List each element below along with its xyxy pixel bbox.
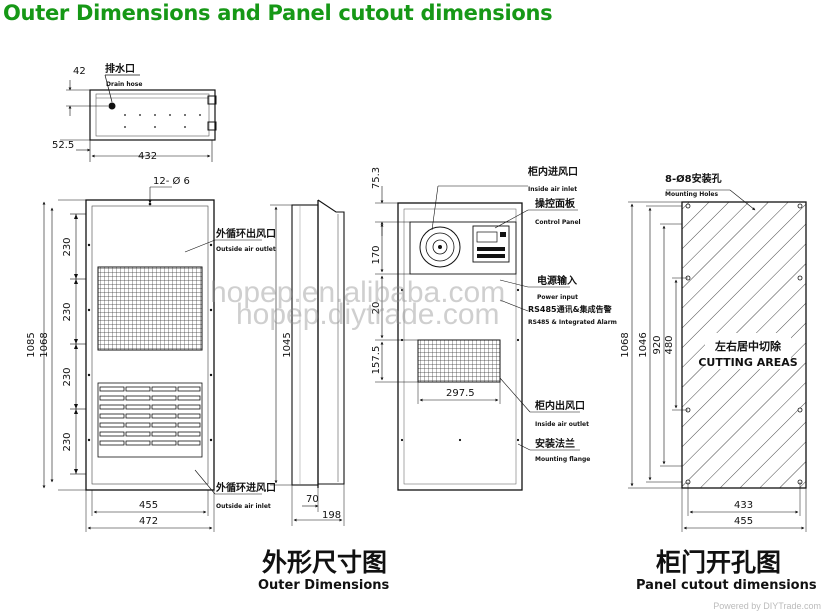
drain-label-cn: 排水口 [105, 62, 135, 75]
rs485-alarm-en: RS485 & Integrated Alarm [528, 319, 617, 326]
inside-outlet-cn: 柜内出风口 [534, 399, 585, 412]
dim-297-5: 297.5 [446, 388, 475, 399]
dim-1045: 1045 [282, 332, 293, 357]
dim-230-b: 230 [62, 302, 73, 321]
dim-455: 455 [139, 500, 158, 511]
front-inlet-cn: 外循环进风口 [215, 481, 276, 494]
dim-230-d: 230 [62, 432, 73, 451]
outer-dimensions-caption-cn: 外形尺寸图 [262, 548, 388, 577]
cutout-dim-433: 433 [734, 500, 753, 511]
dim-230-a: 230 [62, 237, 73, 256]
dim-198: 198 [322, 510, 341, 521]
cutting-areas-cn: 左右居中切除 [714, 339, 782, 353]
dim-170: 170 [371, 245, 382, 264]
front-holes-label: 12- Ø 6 [153, 175, 190, 187]
drain-label-en: Drain hose [106, 81, 142, 88]
page-title: Outer Dimensions and Panel cutout dimens… [3, 1, 553, 25]
front-outlet-cn: 外循环出风口 [215, 227, 276, 240]
watermark-alibaba: hopep.en.alibaba.com [210, 276, 506, 309]
dim-230-c: 230 [62, 367, 73, 386]
control-panel-cn: 操控面板 [535, 197, 576, 210]
dim-1068: 1068 [39, 332, 50, 357]
inside-inlet-cn: 柜内进风口 [527, 165, 578, 178]
cutout-dim-455: 455 [734, 516, 753, 527]
mounting-flange-en: Mounting flange [535, 456, 590, 463]
credit-text: Powered by DIYTrade.com [713, 601, 821, 611]
power-input-en: Power input [537, 294, 578, 301]
dim-42: 42 [73, 66, 86, 77]
inside-outlet-grille [417, 339, 501, 383]
outlet-grille [97, 266, 203, 351]
top-view: 排水口 Drain hose 42 52.5 432 [52, 62, 217, 162]
mounting-holes-cn: 8-Ø8安装孔 [665, 172, 722, 185]
inside-inlet-en: Inside air inlet [528, 186, 577, 193]
cutting-areas-en: CUTTING AREAS [698, 356, 797, 369]
dim-75-3: 75.3 [371, 167, 382, 189]
cutout-dim-1046: 1046 [638, 332, 649, 357]
side-view: 1045 70 198 [270, 199, 345, 526]
back-view: 75.3 170 20 157.5 297.5 柜内进风口 Inside air… [371, 165, 617, 491]
inside-outlet-en: Inside air outlet [535, 421, 589, 428]
front-view: 12- Ø 6 外循环出风口 Outside air outlet 外循环进风口… [26, 175, 276, 532]
panel-cutout-caption-en: Panel cutout dimensions [636, 578, 817, 593]
cutout-view: 左右居中切除 CUTTING AREAS 8-Ø8安装孔 Mounting Ho… [620, 172, 807, 532]
cutout-dim-1068: 1068 [620, 332, 631, 357]
outer-dimensions-caption-en: Outer Dimensions [258, 578, 390, 593]
dim-20: 20 [371, 302, 382, 315]
cutout-dim-480: 480 [664, 335, 675, 354]
dim-70: 70 [306, 494, 319, 505]
mounting-holes-en: Mounting Holes [665, 191, 718, 198]
mounting-flange-cn: 安装法兰 [535, 437, 575, 450]
dim-52-5: 52.5 [52, 140, 74, 151]
watermark-diytrade: hopep.diytrade.com [236, 298, 500, 331]
dim-432: 432 [138, 151, 157, 162]
dim-1085: 1085 [26, 332, 37, 357]
drain-hose-icon [108, 102, 116, 110]
panel-cutout-caption-cn: 柜门开孔图 [656, 548, 782, 577]
inside-inlet-fan-icon [419, 226, 461, 268]
dim-472: 472 [139, 516, 158, 527]
front-outlet-en: Outside air outlet [216, 246, 276, 253]
control-panel-en: Control Panel [535, 219, 581, 226]
dim-157-5: 157.5 [371, 346, 382, 375]
inlet-louvers [97, 382, 203, 458]
cutout-dim-920: 920 [652, 335, 663, 354]
front-inlet-en: Outside air inlet [216, 503, 271, 510]
power-input-cn: 电源输入 [537, 274, 577, 287]
control-panel-icon [472, 225, 510, 263]
rs485-alarm-cn: RS485通讯&集成告警 [528, 304, 612, 314]
